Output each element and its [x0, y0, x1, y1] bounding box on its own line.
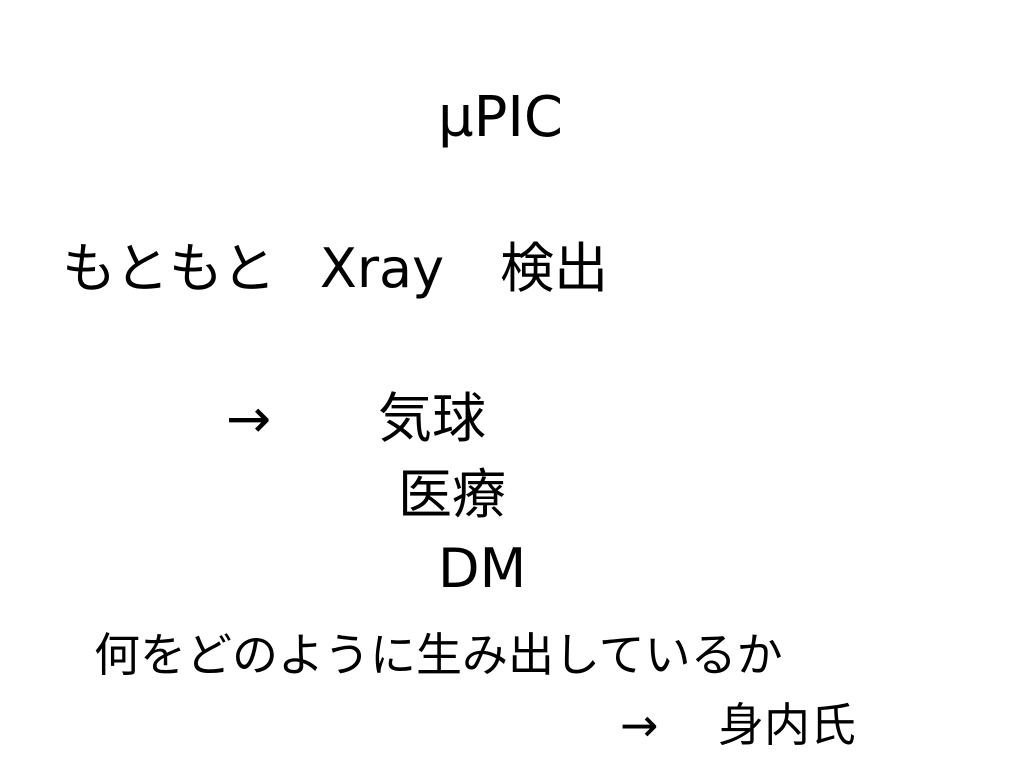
application-item-dm: DM [438, 537, 527, 600]
origin-verb: 検出 [500, 237, 609, 300]
origin-subject: Xray [319, 237, 445, 300]
arrow-icon: → [620, 698, 659, 752]
application-item-medical: 医療 [398, 463, 506, 526]
application-item-balloon: 気球 [378, 387, 486, 450]
arrow-icon: → [226, 387, 272, 450]
slide-title: µPIC [438, 85, 564, 150]
origin-prefix: もともと [62, 237, 276, 300]
question-text: 何をどのように生み出しているか [94, 628, 783, 682]
answer-text: 身内氏 [718, 698, 856, 752]
